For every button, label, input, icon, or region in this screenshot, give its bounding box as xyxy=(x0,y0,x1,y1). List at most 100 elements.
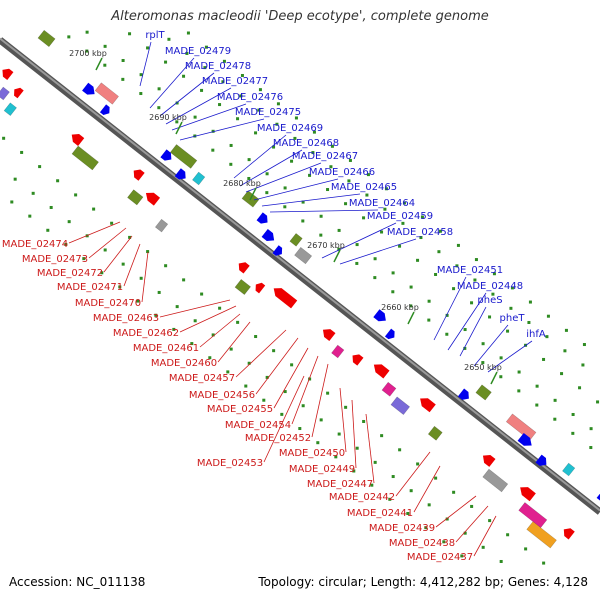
guide-dot xyxy=(438,229,442,233)
gene-label-reverse: MADE_02454 xyxy=(225,420,291,431)
guide-dot xyxy=(167,37,171,41)
leader-line xyxy=(365,413,375,484)
guide-dot xyxy=(398,244,402,248)
gene-feature xyxy=(390,396,410,415)
gene-label-forward: rplT xyxy=(145,30,165,41)
guide-dot xyxy=(218,103,222,107)
leader-line xyxy=(199,313,241,348)
gene-box xyxy=(3,102,17,116)
guide-dot xyxy=(391,271,395,275)
gene-feature xyxy=(2,68,14,81)
gene-feature xyxy=(420,398,436,413)
leader-line xyxy=(103,235,133,273)
guide-dot xyxy=(203,66,207,70)
guide-dot xyxy=(312,130,316,134)
guide-dot xyxy=(311,151,315,155)
guide-dot xyxy=(528,300,532,304)
gene-feature xyxy=(526,521,557,549)
gene-arrow xyxy=(261,229,275,241)
guide-dot xyxy=(257,108,261,112)
guide-dot xyxy=(247,158,251,162)
guide-dot xyxy=(236,117,240,121)
guide-dot xyxy=(560,372,564,376)
guide-dot xyxy=(553,398,557,402)
gene-label-reverse: MADE_02471 xyxy=(57,282,123,293)
gene-label-reverse: MADE_02455 xyxy=(207,404,273,415)
guide-dot xyxy=(463,346,467,350)
guide-dot xyxy=(416,258,420,262)
guide-dot xyxy=(319,418,323,422)
guide-dot xyxy=(380,230,384,234)
guide-dot xyxy=(265,191,269,195)
guide-dot xyxy=(402,201,406,205)
gene-box xyxy=(475,384,492,401)
guide-dot xyxy=(175,120,179,124)
guide-dot xyxy=(121,77,125,81)
gene-arrow xyxy=(373,364,390,379)
guide-dot xyxy=(319,233,323,237)
leader-line xyxy=(245,162,322,193)
gene-label-forward: MADE_02448 xyxy=(457,281,523,292)
guide-dot xyxy=(276,102,280,106)
guide-dot xyxy=(193,319,197,323)
guide-dot xyxy=(326,188,330,192)
guide-dot xyxy=(391,290,395,294)
gene-arrow xyxy=(596,490,600,502)
guide-dot xyxy=(546,314,550,318)
gene-label-reverse: MADE_02441 xyxy=(347,508,413,519)
guide-dot xyxy=(28,214,32,218)
gene-feature xyxy=(261,229,275,241)
gene-feature xyxy=(457,388,469,400)
leader-line xyxy=(339,387,347,453)
guide-dot xyxy=(211,129,215,133)
guide-dot xyxy=(275,122,279,126)
gene-feature xyxy=(133,169,145,181)
gene-label-forward: pheS xyxy=(477,295,502,306)
guide-dot xyxy=(488,315,492,319)
guide-dot xyxy=(419,236,423,240)
gene-label-forward: MADE_02458 xyxy=(387,227,453,238)
guide-dot xyxy=(589,427,593,431)
gene-feature xyxy=(535,454,547,466)
gene-feature xyxy=(99,104,110,115)
guide-dot xyxy=(337,247,341,251)
guide-dot xyxy=(589,446,593,450)
guide-dot xyxy=(200,88,204,92)
gene-label-reverse: MADE_02438 xyxy=(389,538,455,549)
gene-arrow xyxy=(82,82,95,95)
guide-dot xyxy=(344,405,348,409)
gene-feature xyxy=(517,432,532,446)
guide-dot xyxy=(301,219,305,223)
gene-label-reverse: MADE_02470 xyxy=(75,298,141,309)
gene-label-forward: MADE_02466 xyxy=(309,167,375,178)
guide-dot xyxy=(139,92,143,96)
gene-arrow xyxy=(2,68,14,81)
gene-arrow xyxy=(273,288,298,309)
guide-dot xyxy=(481,361,485,365)
guide-dot xyxy=(578,386,582,390)
guide-dot xyxy=(254,335,258,339)
guide-dot xyxy=(460,554,464,558)
gene-arrow xyxy=(71,134,85,146)
gene-feature xyxy=(145,192,161,206)
guide-dot xyxy=(67,35,71,39)
guide-dot xyxy=(506,329,510,333)
gene-arrow xyxy=(255,282,266,294)
gene-arrow xyxy=(457,388,469,400)
guide-dot xyxy=(208,356,212,360)
guide-dot xyxy=(258,88,262,92)
guide-dot xyxy=(355,446,359,450)
leader-line xyxy=(253,178,339,201)
guide-dot xyxy=(193,115,197,119)
gene-feature xyxy=(272,245,283,256)
gene-label-forward: MADE_02475 xyxy=(235,107,301,118)
gene-label-forward: MADE_02451 xyxy=(437,265,503,276)
guide-dot xyxy=(103,248,107,252)
guide-dot xyxy=(38,165,42,169)
guide-dot xyxy=(596,400,600,404)
gene-box xyxy=(562,462,576,477)
guide-dot xyxy=(420,215,424,219)
guide-dot xyxy=(290,159,294,163)
label-leader-lines xyxy=(68,41,533,557)
guide-dot xyxy=(121,58,125,62)
